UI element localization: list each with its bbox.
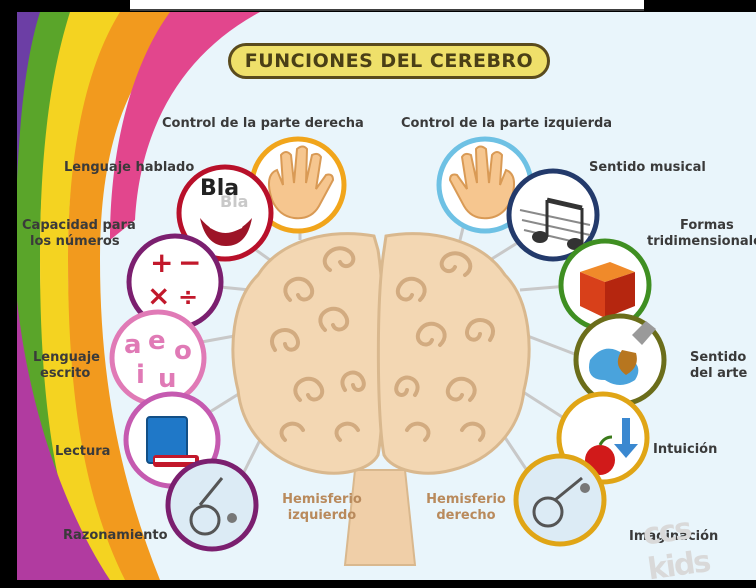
label-sentido-arte-line1: Sentido: [690, 350, 747, 365]
label-control-izquierda: Control de la parte izquierda: [401, 116, 613, 131]
label-control-derecha: Control de la parte derecha: [162, 116, 364, 131]
label-lenguaje-hablado: Lenguaje hablado: [64, 160, 195, 175]
brain-illustration: [231, 232, 531, 566]
bla-shadow-text: Bla: [220, 192, 249, 211]
label-lectura: Lectura: [55, 444, 111, 459]
vowel-i: i: [136, 360, 145, 390]
brain-stem: [343, 469, 417, 566]
right-hemisphere: [376, 232, 531, 475]
label-intuicion: Intuición: [653, 442, 718, 457]
paintbrush-icon: [573, 313, 667, 407]
diagram-title: FUNCIONES DEL CEREBRO: [228, 43, 550, 79]
svg-text:÷: ÷: [178, 283, 198, 311]
right-hemisphere-line1: Hemisferio: [426, 492, 506, 507]
rainbow-swoosh-decoration: [17, 12, 260, 580]
vowel-e: e: [148, 326, 166, 356]
top-white-strip: [130, 0, 644, 11]
vowel-u: u: [158, 364, 177, 394]
ccs-kids-logo: ccs kids: [640, 511, 712, 588]
label-sentido-musical: Sentido musical: [589, 160, 706, 175]
vowel-a: a: [124, 330, 142, 360]
label-razonamiento: Razonamiento: [63, 528, 168, 543]
left-hemisphere-label: Hemisferio izquierdo: [274, 492, 370, 524]
brain-swirls: [270, 246, 495, 442]
label-capacidad-line2: los números: [30, 234, 120, 249]
svg-text:+: +: [150, 246, 173, 279]
label-capacidad-line1: Capacidad para: [22, 218, 136, 233]
bla-text: Bla: [200, 176, 240, 201]
label-formas-line2: tridimensionale: [647, 234, 756, 249]
cube-icon: [558, 238, 652, 332]
right-hemisphere-line2: derecho: [436, 508, 496, 523]
reasoning-icon: [165, 458, 259, 552]
right-hemisphere-label: Hemisferio derecho: [418, 492, 514, 524]
imagination-icon: [513, 453, 607, 547]
speech-bla-icon: [176, 164, 274, 262]
svg-text:×: ×: [147, 279, 170, 312]
label-sentido-arte-line2: del arte: [690, 366, 748, 381]
left-hemisphere-line2: izquierdo: [287, 508, 357, 523]
label-formas-line1: Formas: [680, 218, 734, 233]
label-lenguaje-escrito-line2: escrito: [40, 366, 91, 381]
music-notes-icon: [506, 168, 600, 262]
vowel-o: o: [174, 336, 192, 366]
left-hemisphere-line1: Hemisferio: [282, 492, 362, 507]
svg-text:−: −: [178, 246, 201, 279]
label-imaginacion: Imaginación: [629, 529, 719, 544]
label-lenguaje-escrito-line1: Lenguaje: [33, 350, 100, 365]
